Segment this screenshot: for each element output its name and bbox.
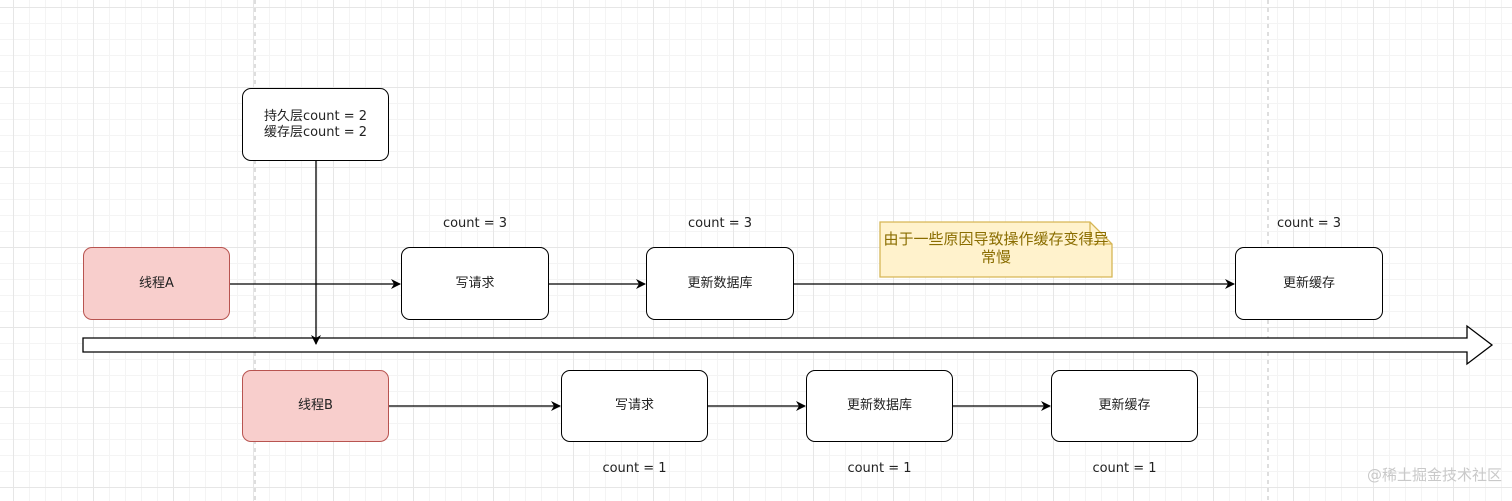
note-shape (879, 221, 1113, 278)
thread-b-update-cache-box: 更新缓存 (1051, 370, 1198, 442)
thread-b-cache-count-label: count = 1 (1092, 461, 1157, 476)
initial-state-box: 持久层count = 2 缓存层count = 2 (242, 88, 389, 161)
watermark: @稀土掘金技术社区 (1366, 466, 1502, 484)
thread-a-box: 线程A (83, 247, 230, 320)
thread-a-update-cache-box: 更新缓存 (1235, 247, 1383, 320)
thread-a-write-request-box: 写请求 (401, 247, 549, 320)
thread-b-db-count-label: count = 1 (847, 461, 912, 476)
note-fold (1089, 222, 1112, 245)
thread-b-write-count-label: count = 1 (602, 461, 667, 476)
thread-a-cache-count-label: count = 3 (1276, 216, 1342, 231)
thread-b-box: 线程B (242, 370, 389, 442)
initial-state-line-1: 持久层count = 2 (263, 108, 368, 124)
thread-b-update-database-box: 更新数据库 (806, 370, 953, 442)
thread-b-write-request-box: 写请求 (561, 370, 708, 442)
thread-a-write-count-label: count = 3 (442, 216, 508, 231)
delay-note-text: 由于一些原因导致操作缓存变得异常慢 (883, 230, 1109, 266)
initial-state-line-2: 缓存层count = 2 (263, 124, 368, 140)
timeline-arrow (82, 324, 1494, 366)
thread-a-db-count-label: count = 3 (687, 216, 753, 231)
thread-a-update-database-box: 更新数据库 (646, 247, 794, 320)
